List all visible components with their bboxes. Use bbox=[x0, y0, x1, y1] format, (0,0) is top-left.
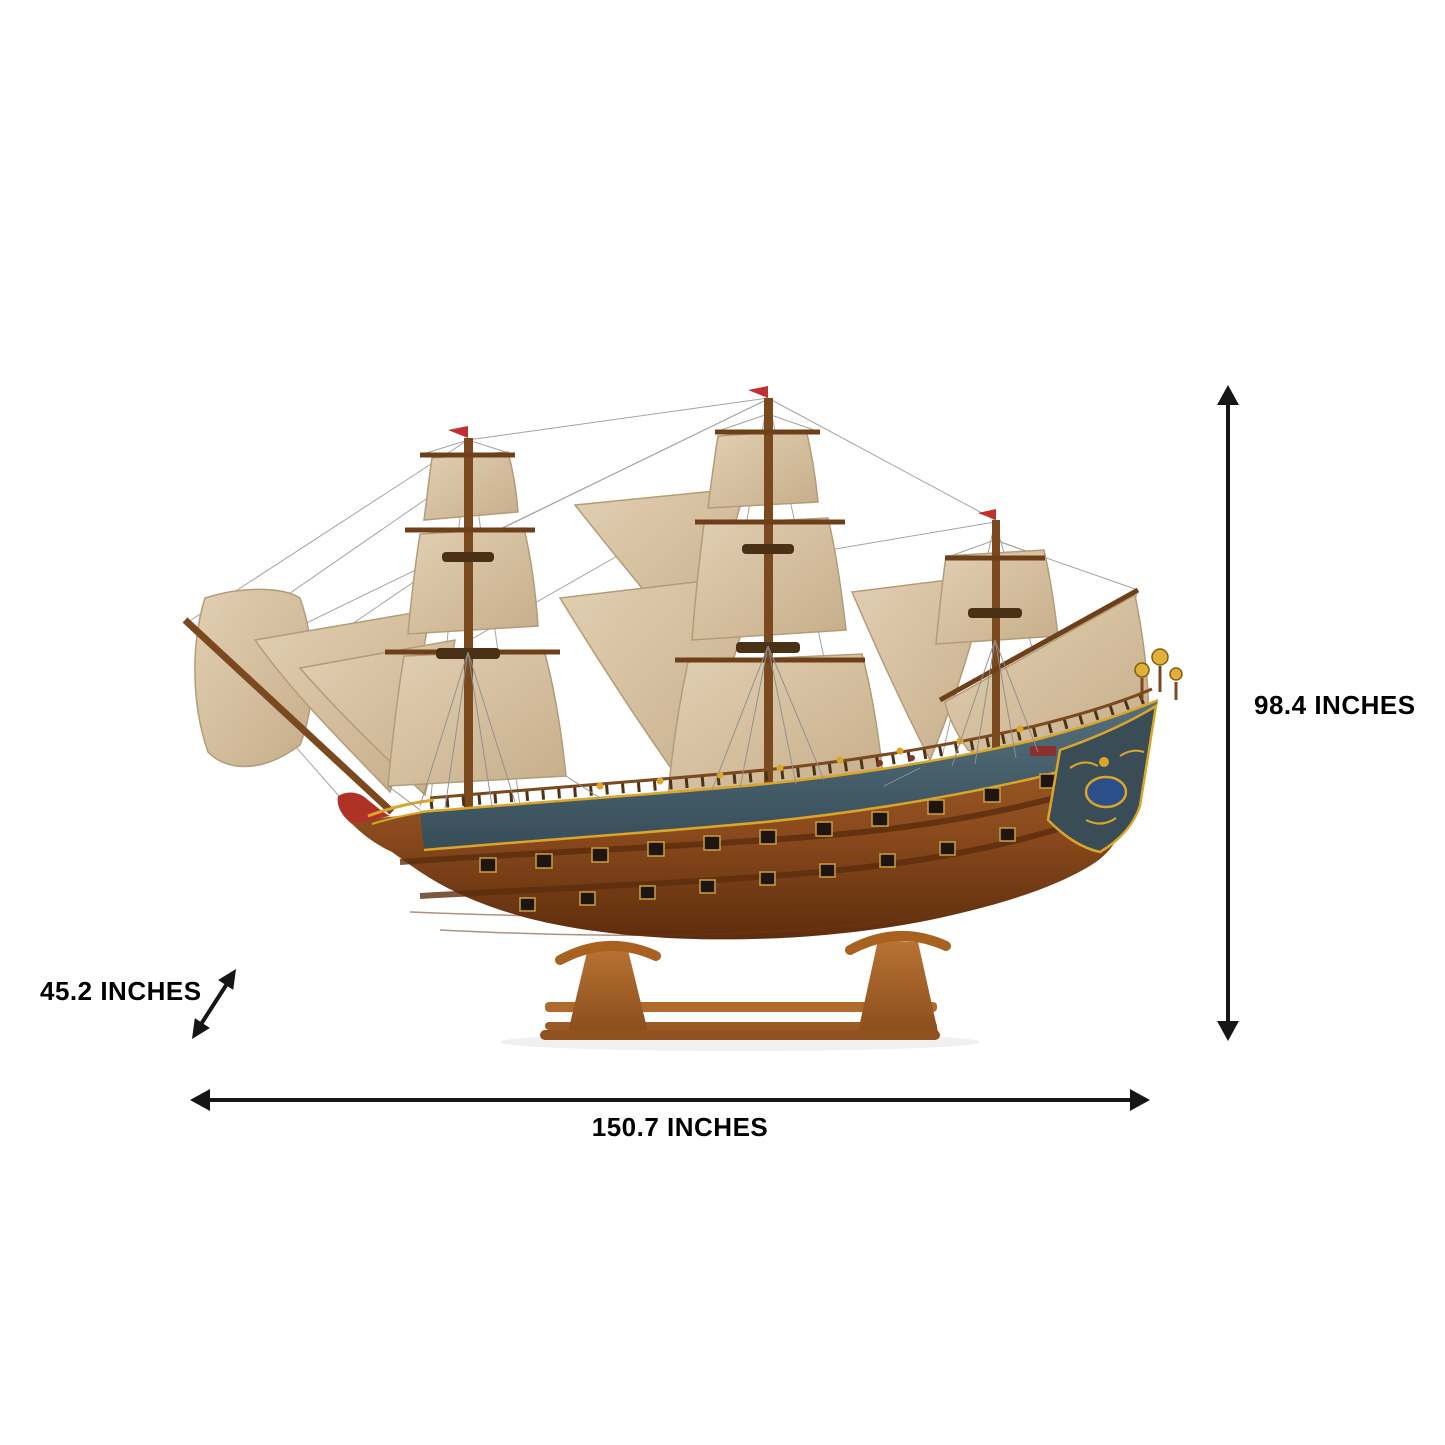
height-dimension-arrow bbox=[1217, 385, 1239, 1041]
bow-figurehead bbox=[337, 792, 439, 825]
height-dimension-label: 98.4 INCHES bbox=[1254, 690, 1416, 720]
ship-hull bbox=[352, 687, 1159, 940]
display-stand bbox=[540, 930, 951, 1040]
ship-masts bbox=[182, 386, 1140, 824]
stern-decoration bbox=[1046, 648, 1183, 854]
length-dimension-arrow bbox=[190, 1089, 1150, 1111]
ship-rigging-front bbox=[387, 639, 1039, 811]
depth-dimension-label: 45.2 INCHES bbox=[40, 976, 202, 1006]
length-dimension-label: 150.7 INCHES bbox=[591, 1112, 769, 1142]
stern-lanterns bbox=[1134, 648, 1183, 700]
depth-dimension-arrow bbox=[192, 969, 236, 1039]
